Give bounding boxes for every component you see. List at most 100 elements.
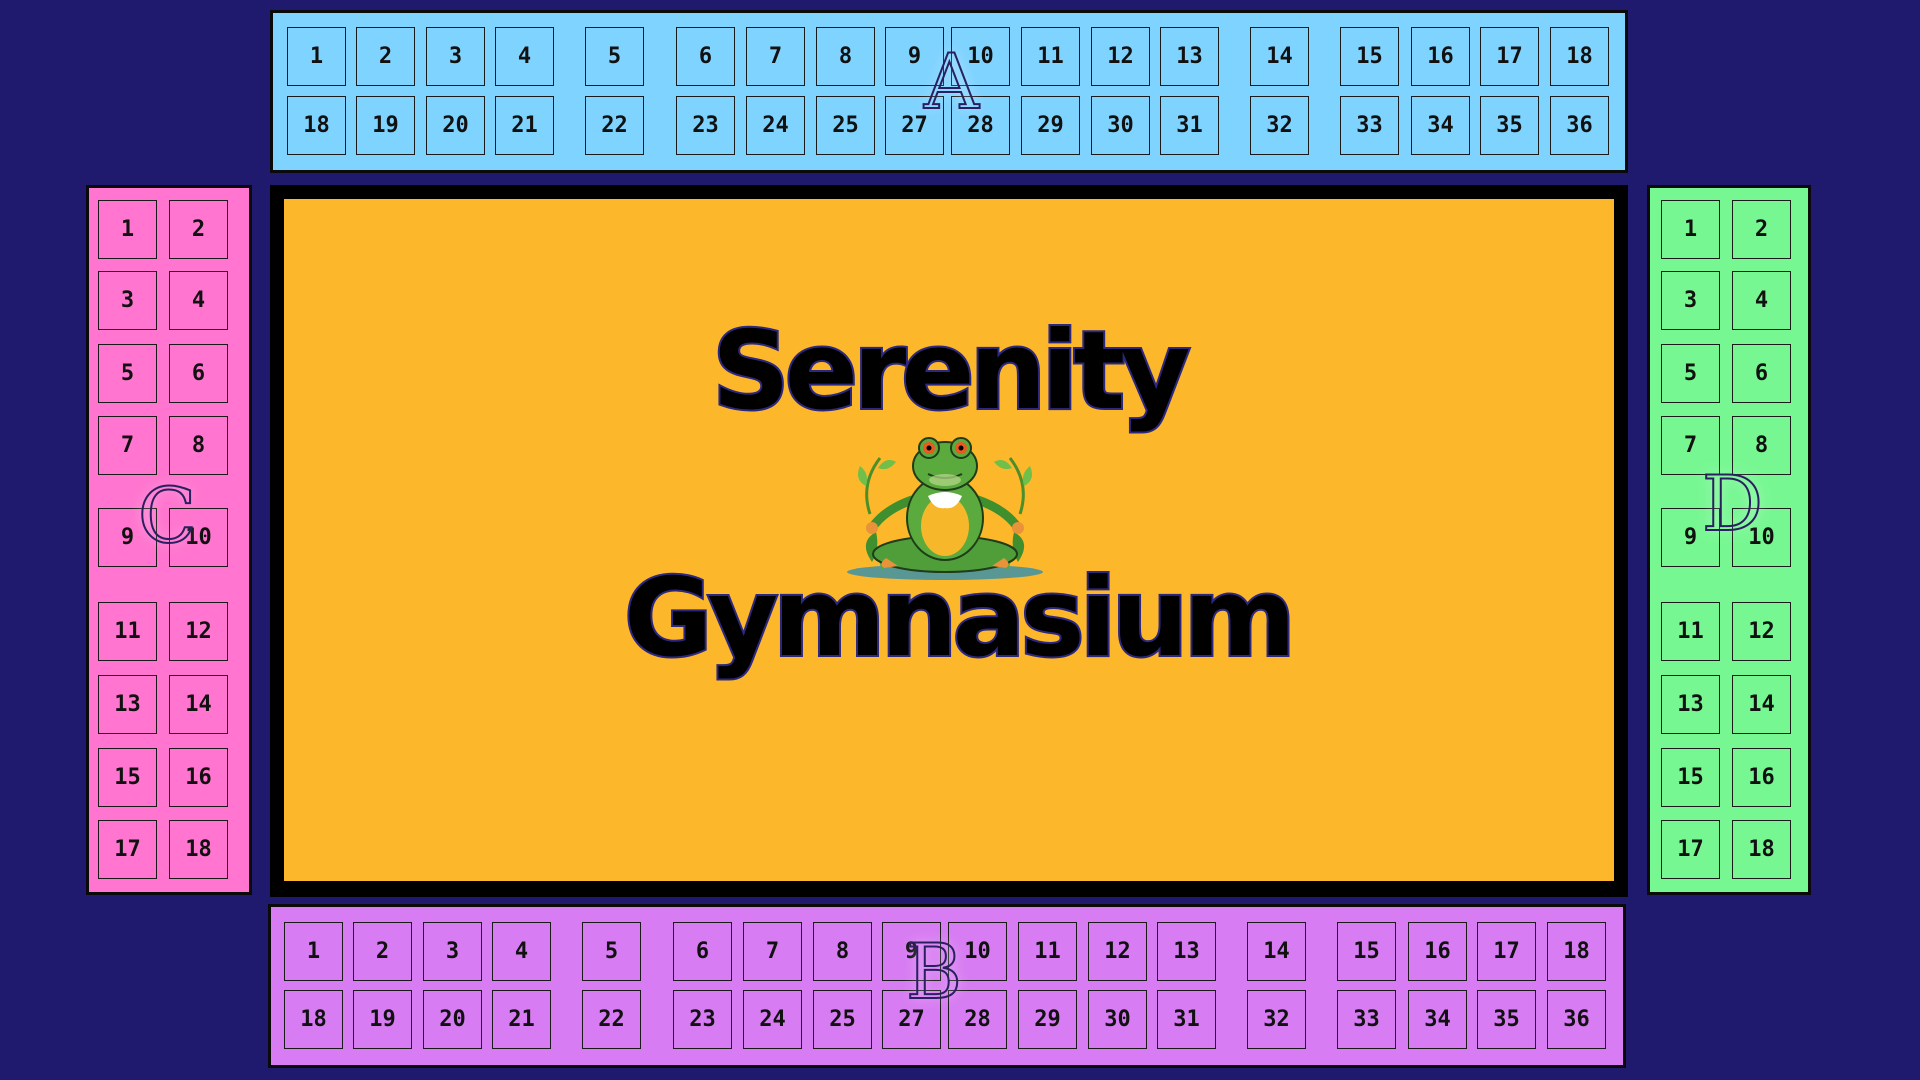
- seat-a[interactable]: 27: [885, 96, 944, 155]
- seat-c[interactable]: 4: [169, 271, 228, 330]
- seat-a[interactable]: 24: [746, 96, 805, 155]
- seat-b[interactable]: 29: [1018, 990, 1077, 1049]
- seat-a[interactable]: 10: [951, 27, 1010, 86]
- seat-a[interactable]: 2: [356, 27, 415, 86]
- seat-a[interactable]: 25: [816, 96, 875, 155]
- seat-c[interactable]: 1: [98, 200, 157, 259]
- seat-a[interactable]: 7: [746, 27, 805, 86]
- seat-a[interactable]: 11: [1021, 27, 1080, 86]
- seat-b[interactable]: 14: [1247, 922, 1306, 981]
- seat-d[interactable]: 13: [1661, 675, 1720, 734]
- seat-b[interactable]: 13: [1157, 922, 1216, 981]
- seat-a[interactable]: 20: [426, 96, 485, 155]
- seat-b[interactable]: 24: [743, 990, 802, 1049]
- seat-a[interactable]: 21: [495, 96, 554, 155]
- seat-a[interactable]: 16: [1411, 27, 1470, 86]
- seat-c[interactable]: 6: [169, 344, 228, 403]
- seat-b[interactable]: 5: [582, 922, 641, 981]
- seat-a[interactable]: 31: [1160, 96, 1219, 155]
- seat-b[interactable]: 35: [1477, 990, 1536, 1049]
- seat-c[interactable]: 11: [98, 602, 157, 661]
- seat-a[interactable]: 5: [585, 27, 644, 86]
- seat-a[interactable]: 29: [1021, 96, 1080, 155]
- seat-b[interactable]: 20: [423, 990, 482, 1049]
- seat-a[interactable]: 6: [676, 27, 735, 86]
- seat-c[interactable]: 14: [169, 675, 228, 734]
- seat-c[interactable]: 16: [169, 748, 228, 807]
- seat-b[interactable]: 28: [948, 990, 1007, 1049]
- seat-a[interactable]: 3: [426, 27, 485, 86]
- seat-a[interactable]: 22: [585, 96, 644, 155]
- seat-b[interactable]: 3: [423, 922, 482, 981]
- seat-d[interactable]: 14: [1732, 675, 1791, 734]
- seat-c[interactable]: 10: [169, 508, 228, 567]
- seat-d[interactable]: 2: [1732, 200, 1791, 259]
- seat-b[interactable]: 11: [1018, 922, 1077, 981]
- seat-b[interactable]: 33: [1337, 990, 1396, 1049]
- seat-c[interactable]: 2: [169, 200, 228, 259]
- seat-b[interactable]: 31: [1157, 990, 1216, 1049]
- seat-a[interactable]: 1: [287, 27, 346, 86]
- seat-d[interactable]: 8: [1732, 416, 1791, 475]
- seat-a[interactable]: 28: [951, 96, 1010, 155]
- seat-b[interactable]: 12: [1088, 922, 1147, 981]
- seat-a[interactable]: 17: [1480, 27, 1539, 86]
- seat-b[interactable]: 23: [673, 990, 732, 1049]
- seat-d[interactable]: 6: [1732, 344, 1791, 403]
- seat-b[interactable]: 17: [1477, 922, 1536, 981]
- seat-c[interactable]: 12: [169, 602, 228, 661]
- seat-d[interactable]: 11: [1661, 602, 1720, 661]
- seat-b[interactable]: 21: [492, 990, 551, 1049]
- seat-a[interactable]: 13: [1160, 27, 1219, 86]
- seat-c[interactable]: 18: [169, 820, 228, 879]
- seat-b[interactable]: 10: [948, 922, 1007, 981]
- seat-d[interactable]: 9: [1661, 508, 1720, 567]
- seat-c[interactable]: 17: [98, 820, 157, 879]
- seat-c[interactable]: 8: [169, 416, 228, 475]
- seat-a[interactable]: 8: [816, 27, 875, 86]
- seat-a[interactable]: 23: [676, 96, 735, 155]
- seat-b[interactable]: 4: [492, 922, 551, 981]
- seat-d[interactable]: 15: [1661, 748, 1720, 807]
- seat-a[interactable]: 34: [1411, 96, 1470, 155]
- seat-d[interactable]: 12: [1732, 602, 1791, 661]
- seat-a[interactable]: 32: [1250, 96, 1309, 155]
- seat-b[interactable]: 30: [1088, 990, 1147, 1049]
- seat-a[interactable]: 19: [356, 96, 415, 155]
- seat-a[interactable]: 33: [1340, 96, 1399, 155]
- seat-a[interactable]: 18: [287, 96, 346, 155]
- seat-a[interactable]: 36: [1550, 96, 1609, 155]
- seat-d[interactable]: 1: [1661, 200, 1720, 259]
- seat-d[interactable]: 7: [1661, 416, 1720, 475]
- seat-a[interactable]: 30: [1091, 96, 1150, 155]
- seat-b[interactable]: 8: [813, 922, 872, 981]
- seat-b[interactable]: 16: [1408, 922, 1467, 981]
- seat-a[interactable]: 9: [885, 27, 944, 86]
- seat-c[interactable]: 9: [98, 508, 157, 567]
- seat-a[interactable]: 18: [1550, 27, 1609, 86]
- seat-a[interactable]: 14: [1250, 27, 1309, 86]
- seat-b[interactable]: 18: [1547, 922, 1606, 981]
- seat-b[interactable]: 15: [1337, 922, 1396, 981]
- seat-c[interactable]: 3: [98, 271, 157, 330]
- seat-c[interactable]: 15: [98, 748, 157, 807]
- seat-d[interactable]: 10: [1732, 508, 1791, 567]
- seat-c[interactable]: 7: [98, 416, 157, 475]
- seat-a[interactable]: 35: [1480, 96, 1539, 155]
- seat-d[interactable]: 5: [1661, 344, 1720, 403]
- seat-d[interactable]: 16: [1732, 748, 1791, 807]
- seat-b[interactable]: 34: [1408, 990, 1467, 1049]
- seat-d[interactable]: 4: [1732, 271, 1791, 330]
- seat-d[interactable]: 17: [1661, 820, 1720, 879]
- seat-a[interactable]: 15: [1340, 27, 1399, 86]
- seat-b[interactable]: 6: [673, 922, 732, 981]
- seat-b[interactable]: 36: [1547, 990, 1606, 1049]
- seat-b[interactable]: 22: [582, 990, 641, 1049]
- seat-b[interactable]: 9: [882, 922, 941, 981]
- seat-b[interactable]: 27: [882, 990, 941, 1049]
- seat-b[interactable]: 18: [284, 990, 343, 1049]
- seat-b[interactable]: 1: [284, 922, 343, 981]
- seat-b[interactable]: 19: [353, 990, 412, 1049]
- seat-b[interactable]: 25: [813, 990, 872, 1049]
- seat-b[interactable]: 7: [743, 922, 802, 981]
